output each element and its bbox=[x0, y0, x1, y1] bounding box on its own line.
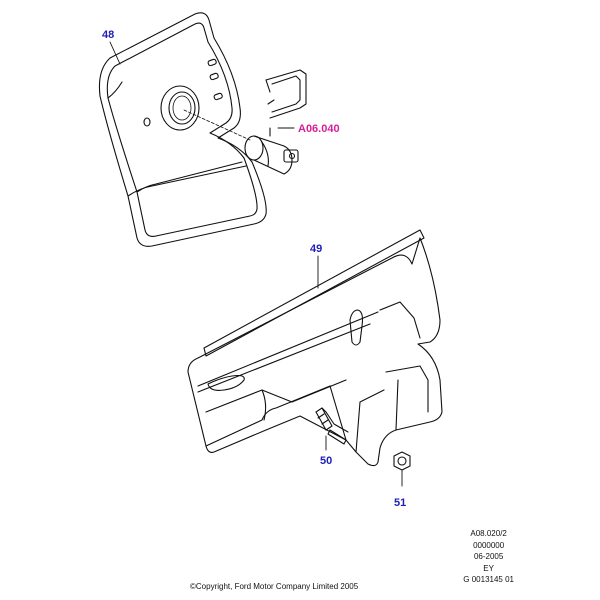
drawing-metadata: A08.020/2 0000000 06-2005 EY G 0013145 0… bbox=[463, 528, 514, 586]
drawing-code: 0000000 bbox=[473, 540, 505, 550]
fuel-filler-panel-part[interactable] bbox=[98, 12, 267, 247]
flange-nut-part[interactable] bbox=[393, 451, 411, 487]
callout-a06040[interactable]: A06.040 bbox=[298, 123, 340, 135]
bracket-rail-part[interactable] bbox=[187, 229, 443, 467]
drawing-date: 06-2005 bbox=[473, 552, 504, 561]
retaining-clip[interactable] bbox=[265, 69, 307, 119]
callout-51[interactable]: 51 bbox=[394, 497, 406, 509]
drawing-market: EY bbox=[483, 563, 494, 573]
stud-bolt-part[interactable] bbox=[315, 407, 349, 451]
copyright-notice: ©Copyright, Ford Motor Company Limited 2… bbox=[190, 582, 359, 591]
drawing-ref: A08.020/2 bbox=[470, 529, 507, 538]
leader-line-48 bbox=[109, 41, 121, 65]
drawing-number: G 0013145 01 bbox=[463, 575, 514, 584]
callout-49[interactable]: 49 bbox=[310, 243, 322, 255]
callout-50[interactable]: 50 bbox=[320, 455, 332, 467]
callout-48[interactable]: 48 bbox=[102, 29, 114, 41]
lock-cylinder-part[interactable] bbox=[244, 127, 299, 175]
